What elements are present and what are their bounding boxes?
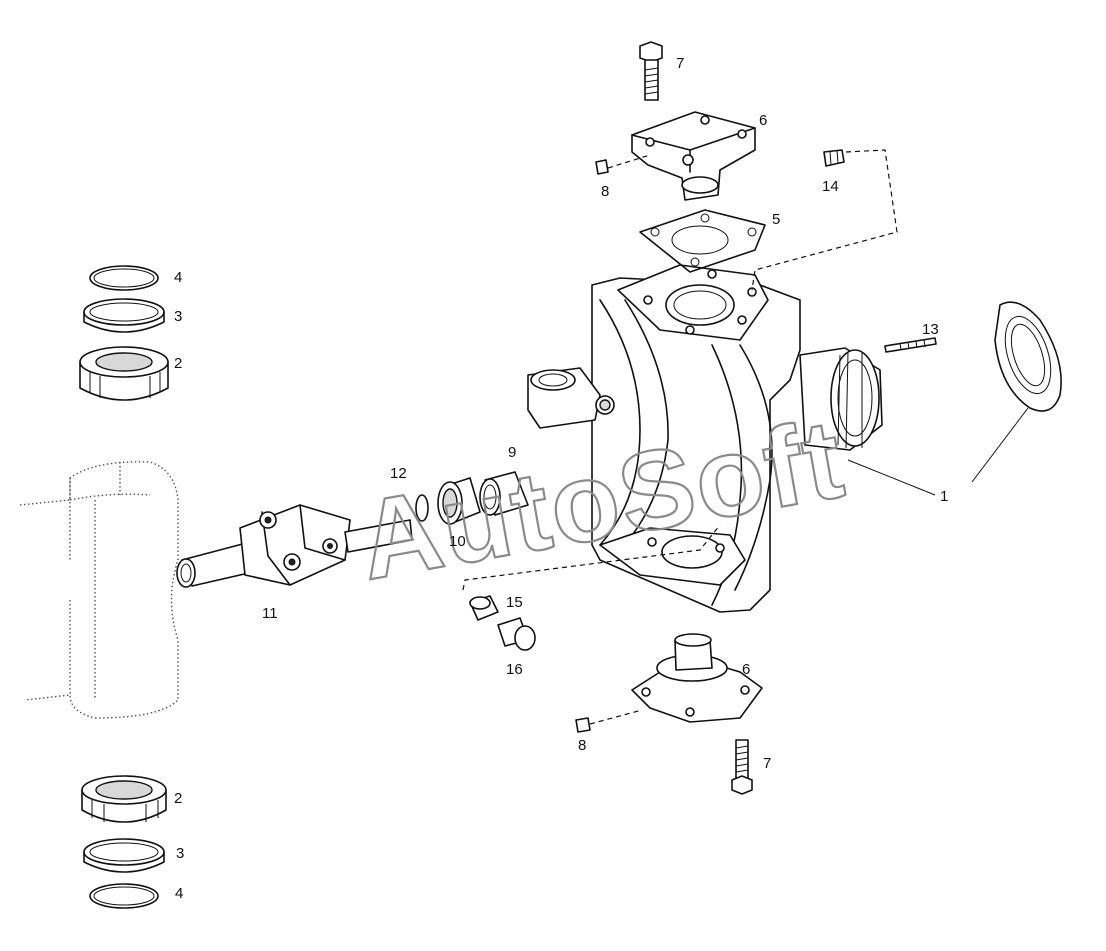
lower-seal-ring-4 [89,883,159,909]
callout-1: 1 [940,488,948,505]
callout-2-lower: 2 [174,790,182,807]
callout-3-upper: 3 [174,308,182,325]
callout-2-upper: 2 [174,355,182,372]
lower-kingpin-cap-6 [631,633,763,723]
callout-11: 11 [262,605,278,622]
gasket-5 [639,209,766,273]
upper-kingpin-cap-6 [631,111,756,201]
callout-10: 10 [449,533,466,550]
callout-16: 16 [506,661,523,678]
upper-grease-fitting-8 [595,154,651,175]
plug-16 [497,617,536,651]
callout-8-lower: 8 [578,737,586,754]
callout-9: 9 [508,444,516,461]
callout-5: 5 [772,211,780,228]
callout-4-lower: 4 [175,885,183,902]
upper-bolt-7 [639,41,663,101]
universal-joint-shaft-11 [176,504,413,588]
breather-valve-14 [751,149,898,291]
steering-knuckle-housing-1 [527,264,883,613]
callout-6-lower: 6 [742,661,750,678]
upper-tapered-bearing-2 [79,346,169,401]
lock-nut [994,301,1062,412]
bushing-10 [437,477,481,525]
callout-4-upper: 4 [174,269,182,286]
callout-7-lower: 7 [763,755,771,772]
callout-15: 15 [506,594,523,611]
lower-tapered-bearing-2 [81,775,167,823]
upper-seal-ring-4 [89,265,159,291]
leader-lines [847,407,1029,496]
stud-13 [884,337,937,353]
callout-13: 13 [922,321,939,338]
callout-7-upper: 7 [676,55,684,72]
callout-3-lower: 3 [176,845,184,862]
lower-ring-3 [83,838,165,873]
lower-grease-fitting-8 [575,709,643,733]
callout-12: 12 [390,465,407,482]
snap-ring-12 [415,494,429,522]
cap-15 [462,524,721,621]
callout-labels: 1 2 2 3 3 4 4 5 6 6 7 7 8 8 9 10 11 12 1… [174,55,948,902]
upper-ring-3 [83,298,165,333]
callout-8-upper: 8 [601,183,609,200]
callout-14: 14 [822,178,839,195]
lower-bolt-7 [731,739,753,795]
callout-6-upper: 6 [759,112,767,129]
axle-housing [19,461,179,719]
seal-9 [479,471,529,516]
